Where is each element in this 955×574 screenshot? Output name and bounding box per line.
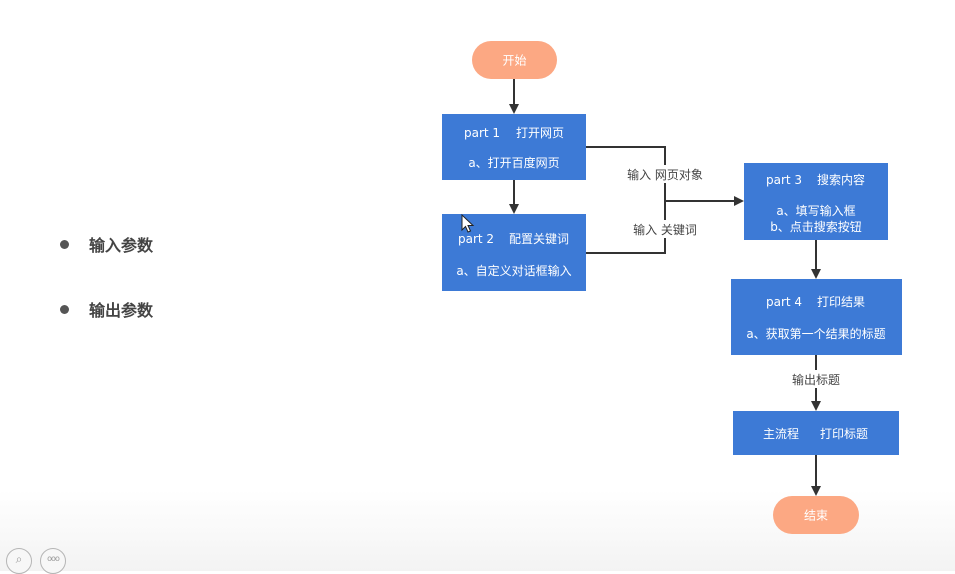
main-process-node: 主流程 打印标题 [733,411,899,455]
end-label: 结束 [804,509,828,523]
part4-node: part 4 打印结果 a、获取第一个结果的标题 [731,279,902,355]
part1-step: a、打开百度网页 [468,155,559,170]
bullet-dot [60,239,69,249]
edge-label-bg [620,165,715,183]
part2-step: a、自定义对话框输入 [456,263,571,278]
edge-label-input-page: 输入 网页对象 [627,167,703,182]
line-part2-to-junction [586,201,666,254]
more-icon[interactable]: ooo [40,548,66,574]
zoom-icon[interactable]: ⌕ [6,548,32,574]
part3-name: 搜索内容 [817,172,865,187]
bullet-input-params: 输入参数 [60,232,153,256]
part1-node: part 1 打开网页 a、打开百度网页 [442,114,586,180]
bullet-label: 输入参数 [89,236,154,255]
part3-step-a: a、填写输入框 [776,203,855,218]
part4-step: a、获取第一个结果的标题 [746,326,885,341]
part2-title: part 2 [458,232,494,246]
part1-name: 打开网页 [516,126,564,140]
part3-node: part 3 搜索内容 a、填写输入框 b、点击搜索按钮 [744,163,888,240]
edge-label-output-title: 输出标题 [792,372,840,387]
main-process-title: 主流程 [763,426,799,441]
part2-name: 配置关键词 [509,232,569,246]
main-process-name: 打印标题 [820,427,868,441]
start-node: 开始 [472,41,557,79]
bullet-dot [60,304,69,314]
bullet-label: 输出参数 [89,301,154,320]
edge-label-input-keyword: 输入 关键词 [633,222,697,237]
end-node: 结束 [773,496,859,534]
mouse-pointer-icon [461,213,475,233]
edge-label-bg [784,370,848,388]
part3-title: part 3 [766,173,802,187]
part3-step-b: b、点击搜索按钮 [770,219,862,234]
start-label: 开始 [502,54,526,68]
edge-label-bg [626,220,706,238]
part4-name: 打印结果 [817,295,865,309]
part1-title: part 1 [464,126,500,140]
part4-title: part 4 [766,295,802,309]
bullet-output-params: 输出参数 [60,297,153,321]
